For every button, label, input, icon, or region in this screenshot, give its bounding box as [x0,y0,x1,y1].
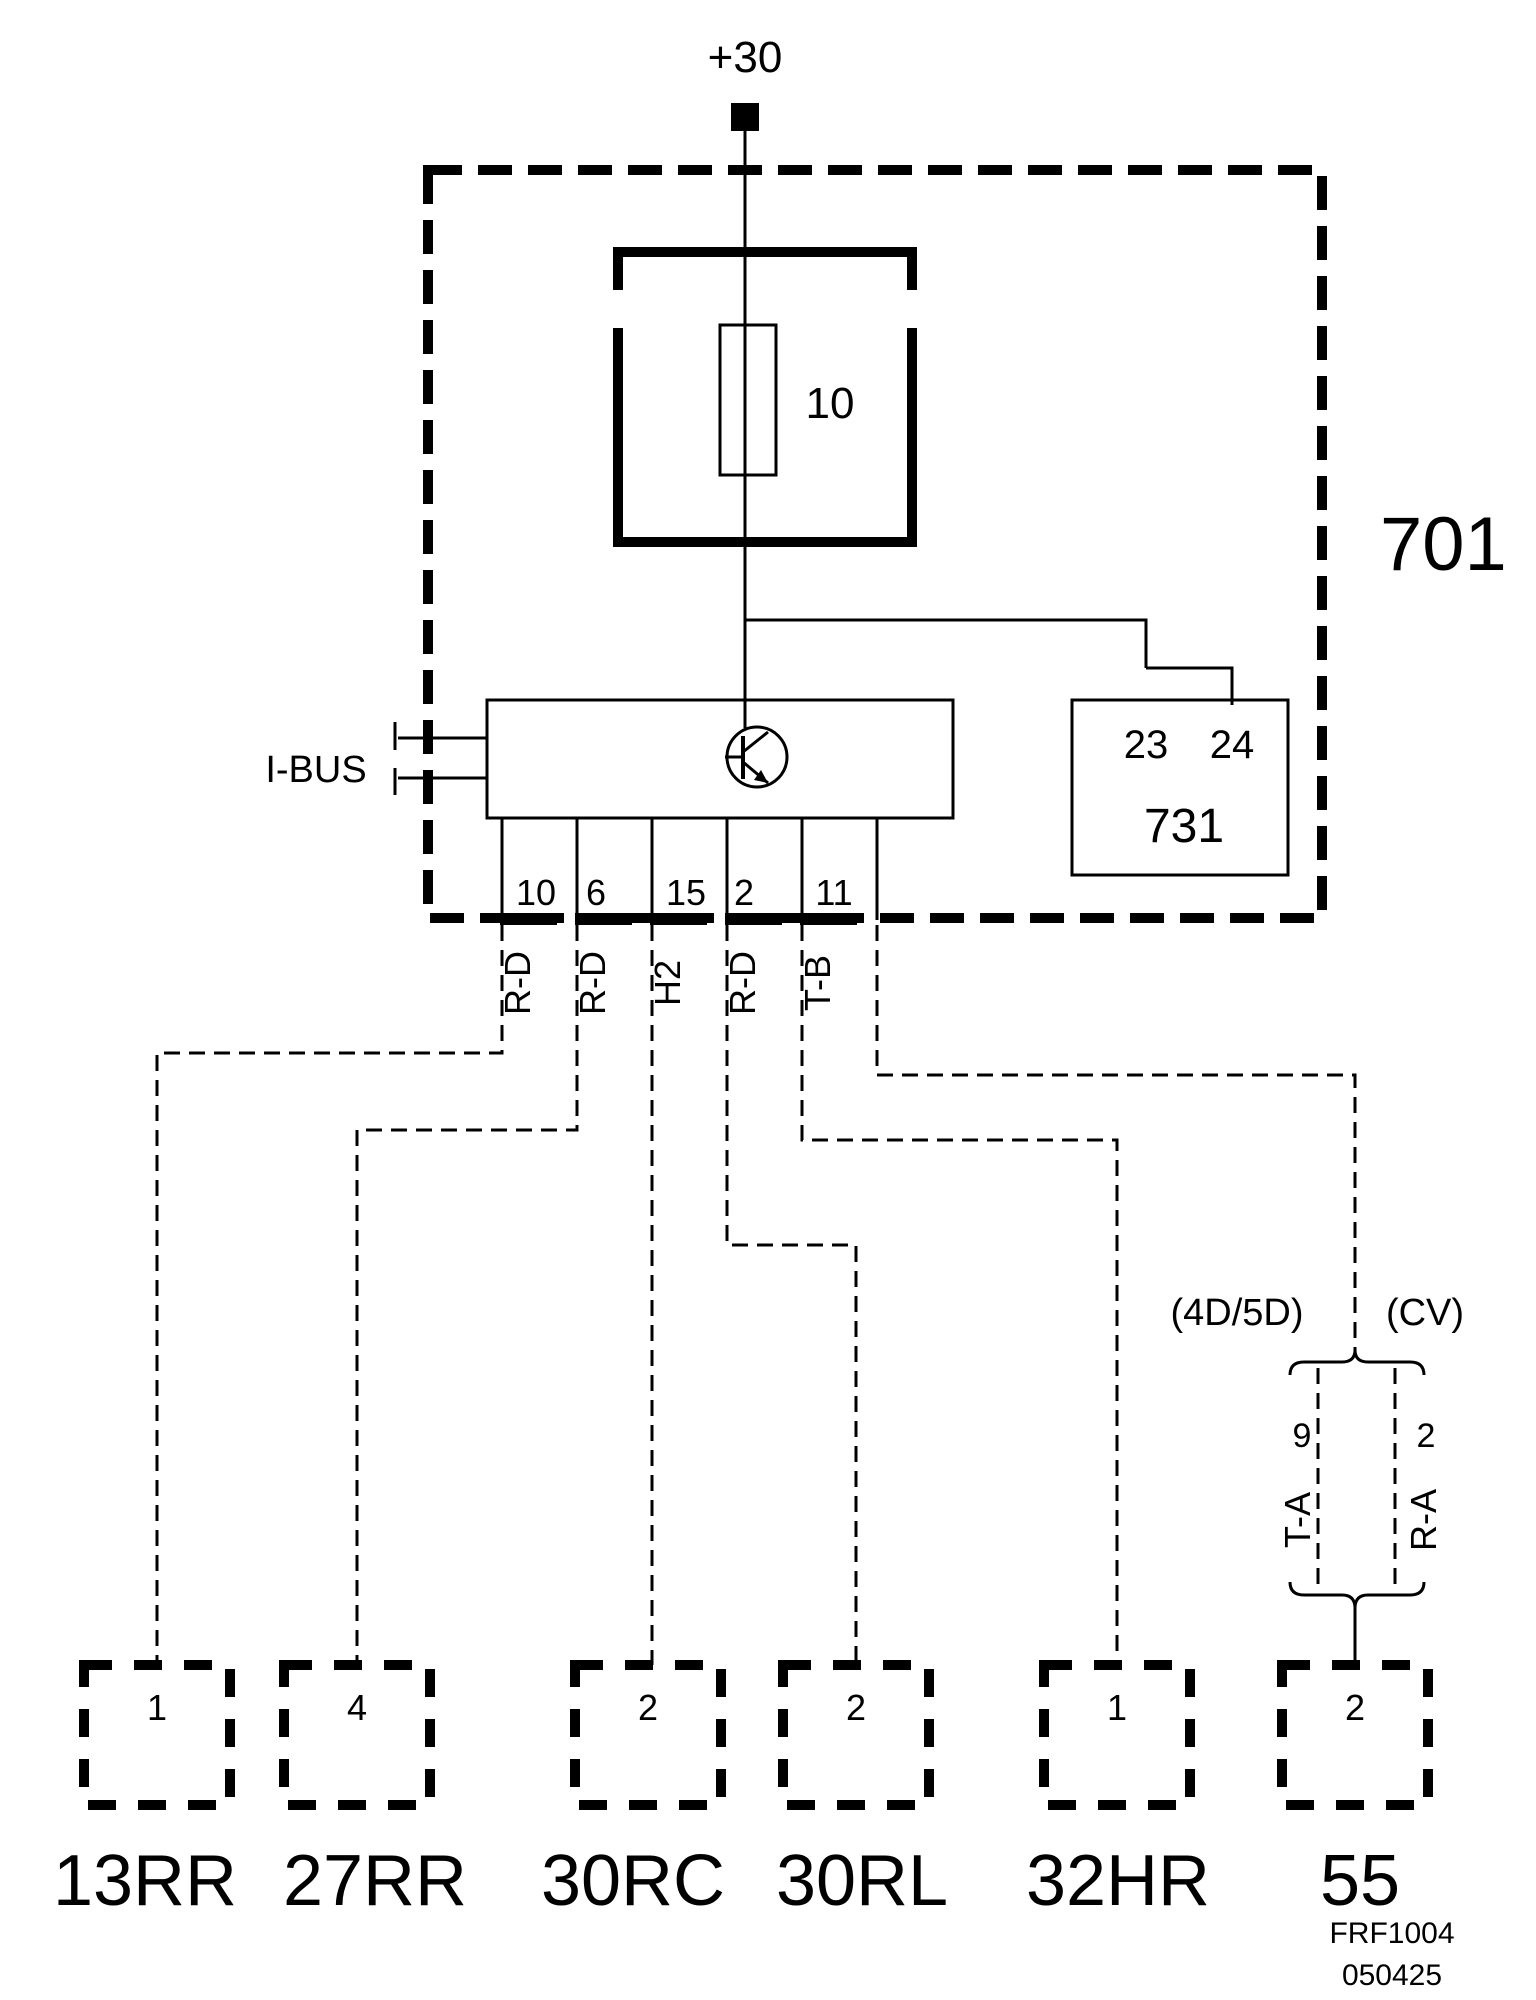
supply-terminal [731,103,759,131]
connector-box [1039,1660,1195,1810]
relay-731-box [1070,698,1290,877]
connector-box [778,1660,934,1810]
pin-number-3: 15 [666,872,706,913]
connector-box [570,1660,726,1810]
connector-32hr: 1 32HR [1026,1660,1210,1921]
connector-id: 30RC [541,1841,725,1921]
wire-color-3: H2 [647,960,688,1006]
variant-brace-bottom [1288,1581,1426,1609]
variant-left-label: (4D/5D) [1170,1292,1303,1334]
variant-brace-top [1288,1349,1426,1376]
connector-id: 13RR [53,1841,237,1921]
connector-box [1277,1660,1433,1810]
pin-bar-5 [800,913,857,925]
connector-pin: 1 [147,1687,167,1728]
pin-bar-3 [650,913,707,925]
wire-to-55-variant [875,925,1357,1355]
variant-left-pin: 9 [1293,1417,1312,1455]
relay-feed-wire [745,618,1234,705]
connector-pin: 1 [1107,1687,1127,1728]
connector-13rr: 1 13RR [53,1660,237,1921]
connector-27rr: 4 27RR [279,1660,467,1921]
relay-pin-24: 24 [1210,723,1255,767]
wire-color-1: R-D [497,951,538,1015]
connector-55: 2 55 [1277,1660,1433,1921]
wire-to-30rl [725,925,858,1665]
pin-number-5: 11 [815,872,852,913]
fuse-value: 10 [806,379,855,428]
connector-pin: 2 [1345,1687,1365,1728]
fuse-holder [613,247,917,547]
connector-id: 32HR [1026,1841,1210,1921]
connector-30rl: 2 30RL [776,1660,948,1921]
transistor-icon [725,725,789,789]
relay-id: 731 [1144,800,1224,853]
supply-label: +30 [708,33,783,82]
pin-bar-2 [575,913,632,925]
connector-pin: 2 [846,1687,866,1728]
variant-right-label: (CV) [1386,1292,1464,1334]
output-pins: 10 6 15 2 11 R-D R-D H2 R-D T-B [497,818,879,1015]
connector-box [279,1660,435,1810]
fuse-symbol [718,323,778,477]
pin-bar-1 [500,913,557,925]
pin-bar-4 [725,913,782,925]
drawing-date: 050425 [1342,1959,1442,1992]
pin-number-4: 2 [734,872,754,913]
wire-to-32hr [800,925,1119,1665]
connector-pin: 2 [638,1687,658,1728]
i-bus-label: I-BUS [265,749,366,791]
wire-to-27rr [355,925,579,1665]
connector-30rc: 2 30RC [541,1660,726,1921]
pin-number-2: 6 [586,872,606,913]
control-unit-box [485,698,955,820]
connector-id: 30RL [776,1841,948,1921]
connector-id: 55 [1320,1841,1400,1921]
pin-number-1: 10 [516,872,556,913]
module-701-boundary [423,165,1327,923]
drawing-reference: FRF1004 [1329,1917,1454,1950]
wire-color-5: T-B [797,955,838,1011]
module-id: 701 [1380,502,1507,587]
variant-right-pin: 2 [1417,1417,1436,1455]
wire-to-13rr [155,925,504,1665]
connector-box [79,1660,235,1810]
variant-left-wire: T-A [1277,1492,1318,1548]
connector-pin: 4 [347,1687,367,1728]
wire-color-2: R-D [572,951,613,1015]
connector-id: 27RR [283,1841,467,1921]
relay-pin-23: 23 [1124,723,1169,767]
wire-color-4: R-D [722,951,763,1015]
i-bus-connector [393,722,487,795]
variant-right-wire: R-A [1403,1489,1444,1551]
